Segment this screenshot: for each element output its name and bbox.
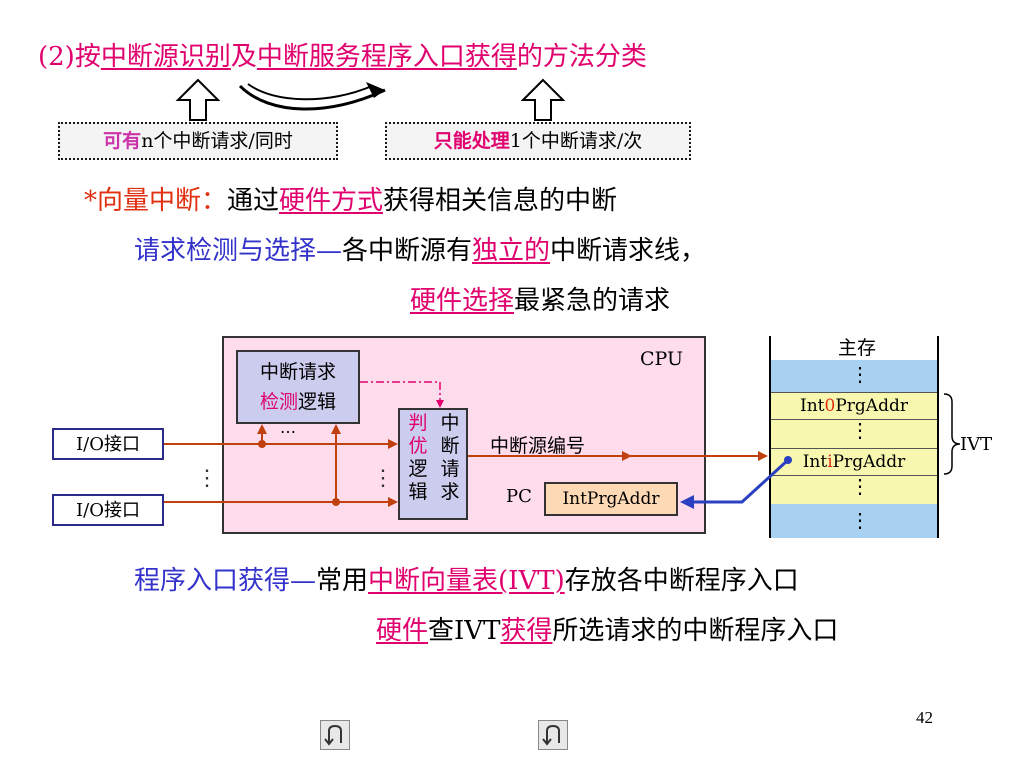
detect-indep: 独立的: [472, 236, 551, 266]
page-number: 42: [916, 708, 933, 727]
mem-row-int0: Int0PrgAddr: [770, 392, 938, 420]
note-left: 可有n个中断请求/同时: [58, 122, 338, 160]
up-arrow-right: [520, 78, 566, 121]
mem-row-bottom: [770, 504, 938, 538]
note-right-highlight: 只能处理: [433, 130, 510, 152]
detect-line: 请求检测与选择—各中断源有独立的中断请求线，: [134, 236, 707, 266]
judge-col-b: 中 断 请 求: [440, 412, 460, 503]
curved-arrow: [238, 84, 386, 111]
mem-row-mid: [770, 420, 938, 448]
priority-judge-box: [398, 408, 468, 520]
note-right-text: 1个中断请求/次: [509, 130, 643, 152]
cpu-vdots: ⋮: [372, 466, 394, 491]
pc-box: IntPrgAddr: [544, 482, 678, 516]
req-ellipsis: …: [280, 418, 296, 437]
mem-vdots-2: ⋮: [850, 418, 870, 442]
entry-line: 程序入口获得—常用中断向量表(IVT)存放各中断程序入口: [134, 566, 799, 596]
judge-col-a: 判 优 逻 辑: [408, 412, 428, 503]
mem-row-inti: IntiPrgAddr: [770, 448, 938, 476]
slide-heading: (2)按中断源识别及中断服务程序入口获得的方法分类: [38, 36, 647, 73]
detect-line2: 硬件选择最紧急的请求: [410, 286, 671, 316]
entry-label: 程序入口获得—: [134, 566, 317, 596]
heading-mid: 及: [230, 42, 257, 72]
nav-back-button[interactable]: [320, 720, 350, 750]
return-icon: [324, 724, 342, 746]
detect-label: 请求检测与选择—: [134, 236, 343, 266]
vector-hw: 硬件方式: [279, 186, 384, 216]
up-arrow-left: [175, 78, 221, 121]
pc-label: PC: [506, 486, 532, 507]
cpu-label: CPU: [640, 348, 684, 370]
entry-line2: 硬件查IVT获得所选请求的中断程序入口: [376, 616, 839, 646]
entry-ivt: 中断向量表(IVT): [368, 566, 565, 596]
return-icon: [542, 724, 560, 746]
entry-hw: 硬件: [376, 616, 429, 646]
mem-row-lowyellow: [770, 476, 938, 504]
mem-vdots-4: ⋮: [850, 508, 870, 532]
src-num-label: 中断源编号: [490, 435, 586, 457]
heading-suffix: 的方法分类: [516, 42, 647, 72]
heading-prefix: (2)按: [38, 42, 101, 72]
heading-arrows: [175, 78, 566, 121]
mem-row-top: [770, 360, 938, 392]
note-left-text: n个中断请求/同时: [141, 130, 293, 152]
detect-hw-select: 硬件选择: [410, 286, 515, 316]
io-vdots: ⋮: [196, 466, 218, 491]
ivt-label: IVT: [960, 434, 993, 455]
note-right: 只能处理1个中断请求/次: [385, 122, 691, 160]
mem-title: 主存: [838, 337, 877, 359]
req-detect-box: 中断请求 检测逻辑: [236, 350, 360, 424]
io-interface-1: I/O接口: [52, 428, 164, 460]
vector-line: *向量中断：通过硬件方式获得相关信息的中断: [84, 186, 618, 216]
note-left-highlight: 可有: [103, 130, 142, 152]
nav-return-button[interactable]: [538, 720, 568, 750]
entry-get: 获得: [500, 616, 553, 646]
mem-vdots-1: ⋮: [850, 362, 870, 386]
io-interface-2: I/O接口: [52, 494, 164, 526]
heading-part2: 中断服务程序入口获得: [256, 42, 517, 72]
mem-vdots-3: ⋮: [850, 474, 870, 498]
heading-part1: 中断源识别: [100, 42, 231, 72]
vector-star: *向量中断：: [84, 186, 228, 216]
